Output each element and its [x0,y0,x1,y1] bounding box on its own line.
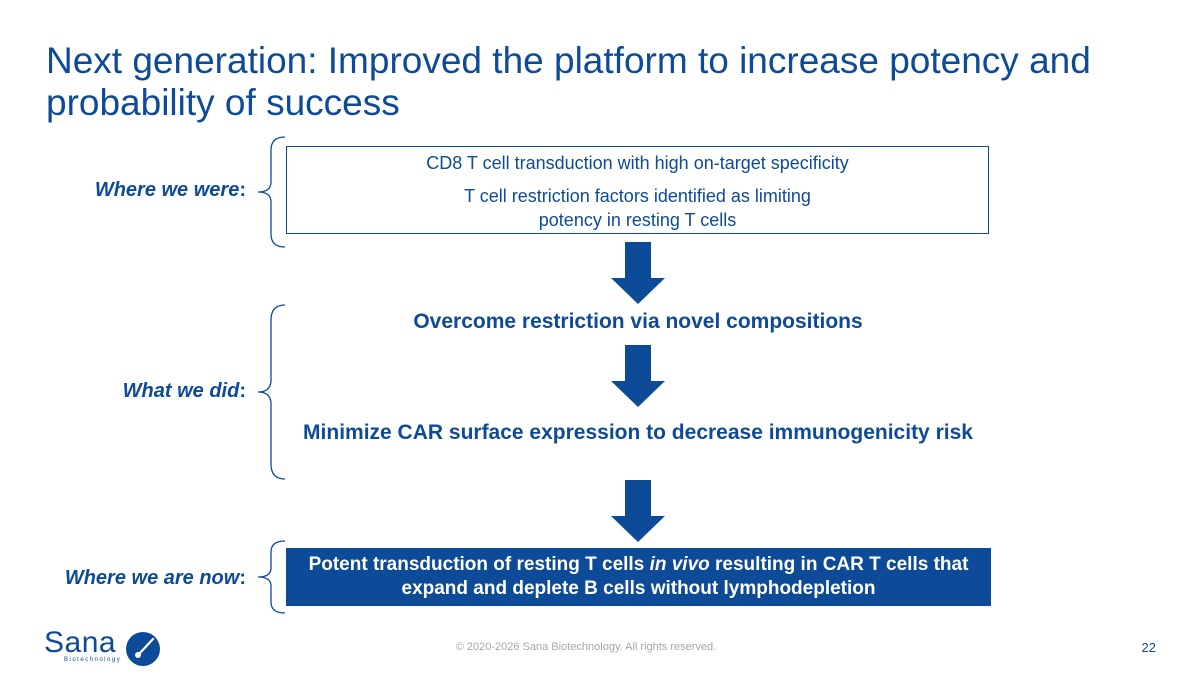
brace-where-we-were [257,136,286,248]
label-where-we-were: Where we were: [94,179,246,201]
did-step-1: Overcome restriction via novel compositi… [413,310,863,333]
down-arrow-icon [611,242,665,304]
sana-logo-subtitle: Biotechnology [64,657,122,663]
page-number: 22 [1141,640,1156,655]
copyright-notice: © 2020-2026 Sana Biotechnology. All righ… [455,641,717,653]
down-arrow-icon [611,480,665,542]
where-we-are-now-box: Potent transduction of resting T cells i… [286,548,991,606]
sana-logo-wordmark: Sana [44,626,117,659]
did-step-2: Minimize CAR surface expression to decre… [303,421,973,444]
label-what-we-did: What we did: [122,380,246,402]
where-we-were-box: CD8 T cell transduction with high on-tar… [286,146,989,234]
down-arrow-icon [611,345,665,407]
brace-what-we-did [257,304,286,480]
slide-title: Next generation: Improved the platform t… [46,40,1091,123]
where-we-were-line-2: T cell restriction factors identified as… [464,186,811,230]
sana-logo-icon [126,632,160,666]
label-where-we-are-now: Where we are now: [64,567,246,589]
where-we-were-line-1: CD8 T cell transduction with high on-tar… [426,153,849,173]
brace-where-we-are-now [257,540,286,614]
